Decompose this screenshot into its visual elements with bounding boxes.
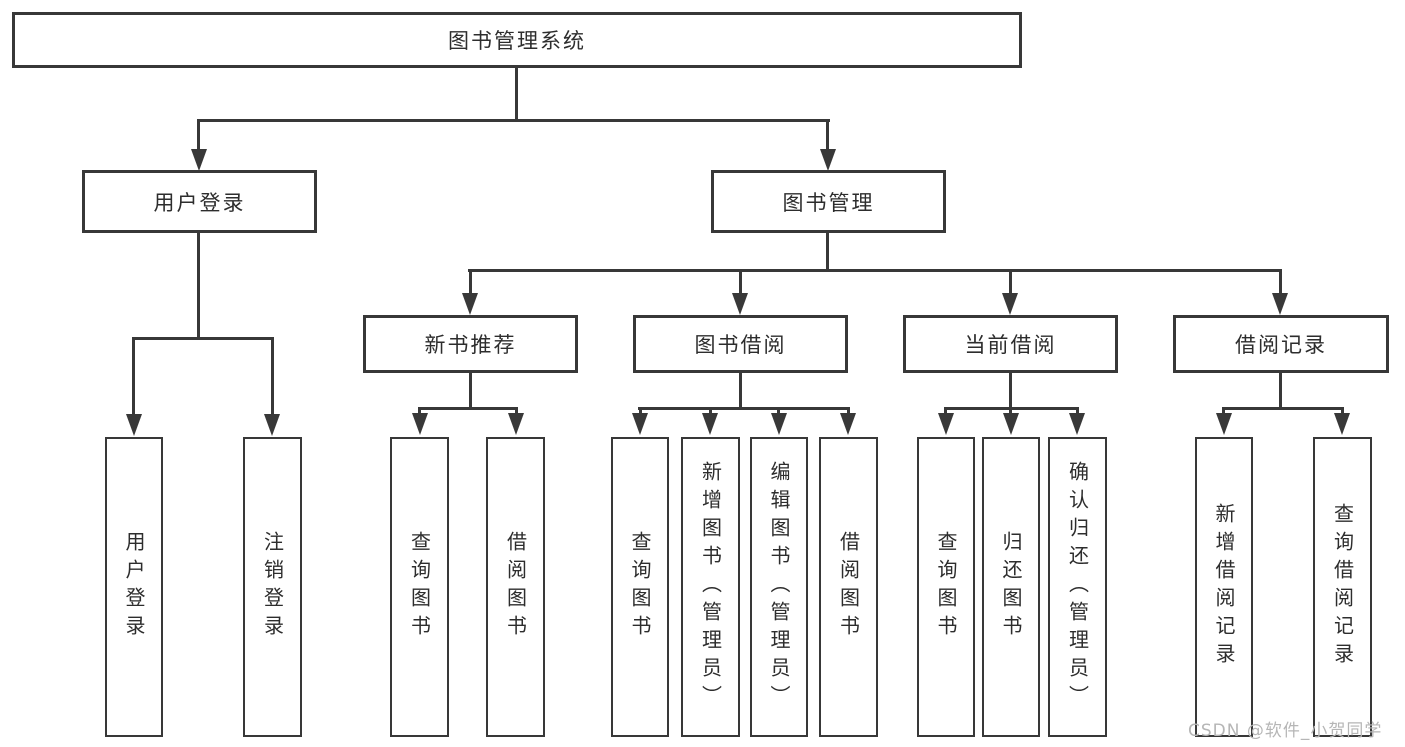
node-root-label: 图书管理系统 bbox=[448, 29, 586, 53]
node-borrowing-records: 借阅记录 bbox=[1173, 315, 1389, 373]
node-add-borrow-record: 新增借阅记录 bbox=[1195, 437, 1253, 737]
node-add-books-admin-label: 新增图书（管理员） bbox=[698, 461, 723, 713]
connector-line bbox=[469, 373, 472, 410]
connector-line bbox=[709, 407, 712, 416]
connector-line bbox=[1279, 269, 1282, 295]
arrowhead bbox=[771, 413, 787, 435]
connector-line bbox=[197, 119, 830, 122]
node-borrow-books-under-recommend-label: 借阅图书 bbox=[503, 531, 528, 643]
arrowhead bbox=[1216, 413, 1232, 435]
watermark: CSDN @软件_小贺同学 bbox=[1188, 721, 1383, 741]
connector-line bbox=[132, 337, 273, 340]
connector-line bbox=[944, 407, 947, 416]
node-query-books-under-current-label: 查询图书 bbox=[934, 531, 958, 643]
node-book-management: 图书管理 bbox=[711, 170, 946, 233]
node-confirm-return-admin: 确认归还（管理员） bbox=[1048, 437, 1107, 737]
connector-line bbox=[1009, 269, 1012, 295]
node-borrow-books-under-borrowing-label: 借阅图书 bbox=[836, 531, 861, 643]
connector-line bbox=[1222, 407, 1343, 410]
arrowhead bbox=[840, 413, 856, 435]
node-edit-books-admin: 编辑图书（管理员） bbox=[750, 437, 808, 737]
arrowhead bbox=[732, 293, 748, 315]
node-borrow-books-under-recommend: 借阅图书 bbox=[486, 437, 545, 737]
node-borrowing-records-label: 借阅记录 bbox=[1235, 333, 1327, 357]
node-confirm-return-admin-label: 确认归还（管理员） bbox=[1065, 461, 1090, 713]
node-add-borrow-record-label: 新增借阅记录 bbox=[1212, 503, 1236, 671]
arrowhead bbox=[820, 149, 836, 171]
arrowhead bbox=[264, 414, 280, 436]
connector-line bbox=[469, 269, 472, 295]
connector-line bbox=[132, 337, 135, 415]
node-current-borrowing: 当前借阅 bbox=[903, 315, 1118, 373]
connector-line bbox=[639, 407, 642, 416]
connector-line bbox=[638, 407, 850, 410]
connector-line bbox=[1341, 407, 1344, 416]
connector-line bbox=[826, 233, 829, 272]
arrowhead bbox=[1002, 293, 1018, 315]
arrowhead bbox=[1334, 413, 1350, 435]
arrowhead bbox=[462, 293, 478, 315]
arrowhead bbox=[191, 149, 207, 171]
connector-line bbox=[847, 407, 850, 416]
connector-line bbox=[515, 407, 518, 416]
node-logout-leaf: 注销登录 bbox=[243, 437, 302, 737]
node-add-books-admin: 新增图书（管理员） bbox=[681, 437, 740, 737]
connector-line bbox=[1009, 373, 1012, 410]
node-root: 图书管理系统 bbox=[12, 12, 1022, 68]
arrowhead bbox=[1003, 413, 1019, 435]
node-book-borrowing-label: 图书借阅 bbox=[694, 333, 787, 357]
arrowhead bbox=[938, 413, 954, 435]
arrowhead bbox=[1069, 413, 1085, 435]
node-query-books-under-recommend-label: 查询图书 bbox=[407, 531, 432, 643]
arrowhead bbox=[508, 413, 524, 435]
node-user-login-label: 用户登录 bbox=[153, 190, 246, 215]
node-query-books-under-borrowing: 查询图书 bbox=[611, 437, 669, 737]
node-user-login-leaf: 用户登录 bbox=[105, 437, 163, 737]
node-query-books-under-borrowing-label: 查询图书 bbox=[628, 531, 652, 643]
connector-line bbox=[515, 68, 518, 122]
node-book-borrowing: 图书借阅 bbox=[633, 315, 848, 373]
connector-line bbox=[826, 119, 829, 151]
connector-line bbox=[197, 119, 200, 151]
node-return-books: 归还图书 bbox=[982, 437, 1040, 737]
arrowhead bbox=[126, 414, 142, 436]
node-new-book-recommend: 新书推荐 bbox=[363, 315, 578, 373]
node-logout-leaf-label: 注销登录 bbox=[260, 531, 285, 643]
connector-line bbox=[418, 407, 421, 416]
arrowhead bbox=[702, 413, 718, 435]
connector-line bbox=[1009, 407, 1012, 416]
connector-line bbox=[197, 233, 200, 339]
node-user-login-leaf-label: 用户登录 bbox=[122, 531, 146, 643]
node-borrow-books-under-borrowing: 借阅图书 bbox=[819, 437, 878, 737]
node-query-books-under-recommend: 查询图书 bbox=[390, 437, 449, 737]
connector-line bbox=[777, 407, 780, 416]
connector-line bbox=[1076, 407, 1079, 416]
connector-line bbox=[739, 373, 742, 410]
node-book-management-label: 图书管理 bbox=[782, 190, 875, 215]
node-query-books-under-current: 查询图书 bbox=[917, 437, 975, 737]
arrowhead bbox=[632, 413, 648, 435]
connector-line bbox=[1222, 407, 1225, 416]
connector-line bbox=[271, 337, 274, 415]
node-query-borrow-record: 查询借阅记录 bbox=[1313, 437, 1372, 737]
node-current-borrowing-label: 当前借阅 bbox=[964, 333, 1057, 357]
connector-line bbox=[1279, 373, 1282, 410]
node-edit-books-admin-label: 编辑图书（管理员） bbox=[767, 461, 791, 713]
node-user-login: 用户登录 bbox=[82, 170, 317, 233]
node-new-book-recommend-label: 新书推荐 bbox=[424, 333, 517, 357]
arrowhead bbox=[412, 413, 428, 435]
node-return-books-label: 归还图书 bbox=[999, 531, 1023, 643]
connector-line bbox=[418, 407, 518, 410]
node-query-borrow-record-label: 查询借阅记录 bbox=[1330, 503, 1355, 671]
connector-line bbox=[739, 269, 742, 295]
arrowhead bbox=[1272, 293, 1288, 315]
connector-line bbox=[468, 269, 1282, 272]
